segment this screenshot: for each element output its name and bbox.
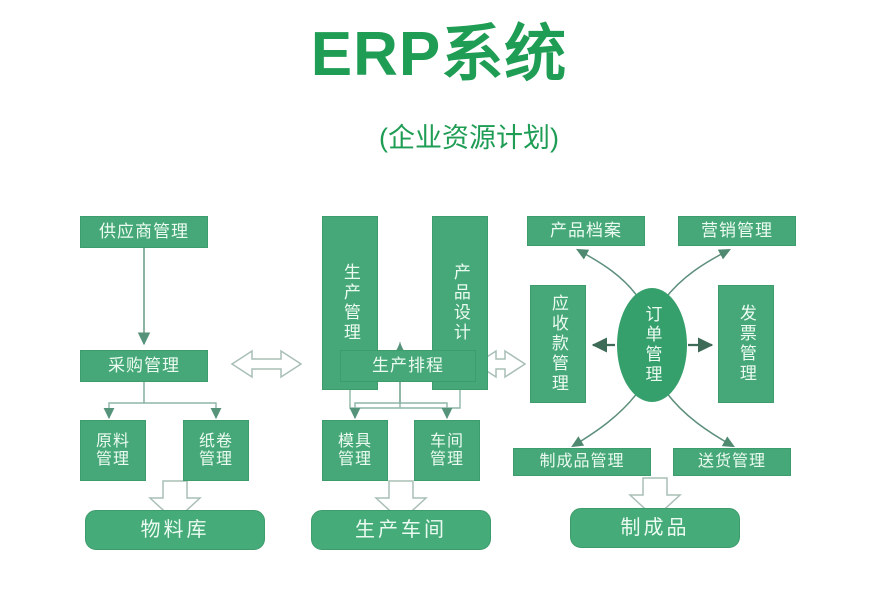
node-marketing-management[interactable]: 营销管理 bbox=[678, 216, 796, 246]
node-raw-material-management[interactable]: 原料 管理 bbox=[80, 420, 146, 481]
node-material-warehouse[interactable]: 物料库 bbox=[85, 510, 265, 550]
link-purchase-to-materials bbox=[103, 382, 222, 420]
node-receivables-management[interactable]: 应收款管理 bbox=[530, 285, 586, 403]
node-supplier-management[interactable]: 供应商管理 bbox=[80, 216, 208, 248]
link-purchase-scheduling-bidirectional bbox=[230, 349, 303, 379]
node-finished-goods[interactable]: 制成品 bbox=[570, 508, 740, 548]
page-title: ERP系统 bbox=[310, 20, 568, 89]
node-paper-roll-management[interactable]: 纸卷 管理 bbox=[183, 420, 249, 481]
node-production-scheduling[interactable]: 生产排程 bbox=[340, 350, 476, 382]
page-subtitle: (企业资源计划) bbox=[379, 123, 559, 153]
node-purchase-management[interactable]: 采购管理 bbox=[80, 350, 208, 382]
node-invoice-management[interactable]: 发票管理 bbox=[718, 285, 774, 403]
node-workshop-management[interactable]: 车间 管理 bbox=[414, 420, 480, 481]
node-delivery-management[interactable]: 送货管理 bbox=[673, 448, 791, 476]
link-order-to-product-archive bbox=[576, 248, 641, 301]
node-finished-goods-management[interactable]: 制成品管理 bbox=[513, 448, 651, 476]
node-production-workshop[interactable]: 生产车间 bbox=[311, 510, 491, 550]
node-product-archive[interactable]: 产品档案 bbox=[527, 216, 645, 246]
node-order-management[interactable]: 订单管理 bbox=[617, 288, 687, 402]
node-mold-management[interactable]: 模具 管理 bbox=[322, 420, 388, 481]
